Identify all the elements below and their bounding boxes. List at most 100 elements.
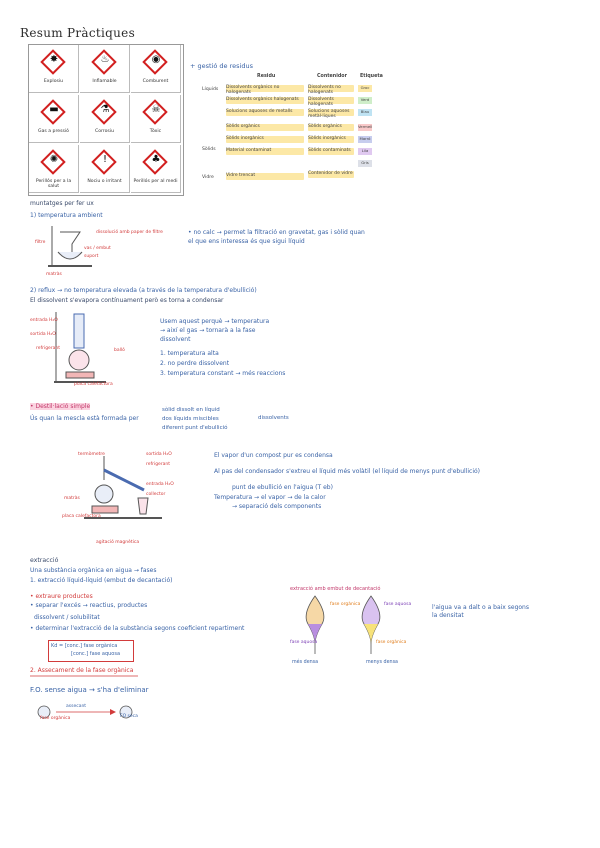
label-refrigerant: refrigerant	[146, 462, 170, 467]
pictogram-caption: Gas a pressió	[30, 129, 77, 134]
label-sortida-h2o: sortida H₂O	[30, 332, 56, 337]
funnel-title: extracció amb embut de decantació	[290, 586, 380, 592]
pictogram-cell: ✸ Explosiu	[29, 45, 79, 93]
label-paper-filtre: dissolució amb paper de filtre	[96, 230, 163, 235]
label-fase-organica: fase orgànica	[40, 716, 70, 721]
formula-numerator: Kd = [conc.] fase orgànica	[51, 642, 131, 650]
separatory-funnel-light	[356, 594, 386, 654]
environment-icon: ♣	[145, 154, 167, 165]
legend-swatch: Groc	[358, 85, 372, 92]
reflux-note-line: dissolvent	[160, 336, 190, 343]
label-matras: matràs	[64, 496, 80, 501]
legend-swatch: Marró	[358, 136, 372, 143]
health-hazard-icon: ✺	[43, 154, 65, 165]
reflux-note-line: → així el gas → tornarà a la fase	[160, 327, 255, 334]
pictogram-caption: Inflamable	[81, 79, 128, 84]
exploding-bomb-icon: ✸	[43, 54, 65, 65]
funnel-caption: més densa	[292, 660, 318, 665]
residu-cell: Sòlids inorgànics	[226, 136, 304, 143]
residu-cell: Solucions aquoses de metalls	[226, 109, 304, 116]
reflux-note-line: Usem aquest perquè → temperatura	[160, 318, 269, 325]
flame-icon: ♨	[94, 54, 116, 65]
legend-swatch: Vermell	[358, 124, 372, 131]
funnel-label: fase orgànica	[376, 640, 406, 645]
label-agitacio: agitació magnètica	[96, 540, 139, 545]
note-filtration: • no calc → permet la filtració en grave…	[188, 228, 368, 246]
distil-note-line: → separació dels components	[232, 503, 321, 510]
gas-cylinder-icon: ▬	[43, 104, 65, 115]
item-temp-ambient: 1) temperatura ambient	[30, 212, 103, 219]
pictogram-cell: ♨ Inflamable	[80, 45, 130, 93]
section-heading-extraccio: extracció	[30, 557, 58, 564]
row-group-liquids: Líquids	[202, 87, 218, 92]
residus-heading: + gestió de residus	[190, 62, 253, 70]
destillacio-highlight: • Destil·lació simple	[30, 403, 90, 410]
container-cell: Sòlids contaminats	[308, 148, 354, 155]
funnel-caption: menys densa	[366, 660, 398, 665]
pictogram-caption: Tòxic	[132, 129, 179, 134]
residus-table: Residu Contenidor Etiqueta Líquids Disso…	[202, 74, 372, 184]
container-cell: Dissolvents halogenats	[308, 97, 354, 104]
corrosion-icon: ⚗	[94, 104, 116, 115]
distil-note-line: El vapor d'un compost pur es condensa	[214, 452, 333, 459]
label-vas: vas / embut	[84, 246, 111, 251]
legend-swatch: Verd	[358, 97, 372, 104]
pictogram-caption: Perillós per a la salut	[30, 179, 77, 189]
residu-cell: Material contaminat	[226, 148, 304, 155]
label-termometre: termòmetre	[78, 452, 105, 457]
label-ballo: balló	[114, 348, 125, 353]
residu-cell: Sòlids orgànics	[226, 124, 304, 131]
label-suport: suport	[84, 254, 98, 259]
row-group-vidre: Vidre	[202, 175, 214, 180]
pictogram-cell: ⚗Corrosiu	[80, 95, 130, 143]
exclamation-icon: !	[94, 154, 116, 165]
extraccio-bullet: • determinar l'extracció de la substànci…	[30, 625, 244, 632]
hazard-pictogram-grid: ✸Explosiu♨Inflamable◉Comburent▬Gas a pre…	[28, 44, 184, 196]
pictogram-cell: ▬ Gas a pressió	[29, 95, 79, 143]
funnel-note: l'aigua va a dalt o a baix segons la den…	[432, 604, 532, 620]
pictogram-cell: ♣ Perillós per al medi	[131, 145, 181, 193]
reflux-note-line: 3. temperatura constant → més reaccions	[160, 370, 285, 377]
pictogram-caption: Perillós per al medi	[132, 179, 179, 184]
destillacio-case: sòlid dissolt en líquid	[162, 407, 220, 413]
legend-swatch: Gris	[358, 160, 372, 167]
pictogram-caption: Nociu o irritant	[81, 179, 128, 184]
residu-cell: Dissolvents orgànics halogenats	[226, 97, 304, 104]
container-cell: Sòlids inorgànics	[308, 136, 354, 143]
residu-cell: Dissolvents orgànics no halogenats	[226, 85, 304, 92]
label-placa: placa calefactora	[62, 514, 101, 519]
reflux-note-line: 2. no perdre dissolvent	[160, 360, 229, 367]
col-header-residu: Residu	[257, 74, 275, 79]
pictogram-cell: ☠ Tòxic	[131, 95, 181, 143]
funnel-label: fase orgànica	[330, 602, 360, 607]
row-group-solids: Sòlids	[202, 147, 216, 152]
distil-note-line: punt de ebullició en l'aigua (T eb)	[232, 484, 333, 491]
skull-icon: ☠	[145, 104, 167, 115]
label-fo-seca: FO seca	[120, 714, 138, 719]
separatory-funnel-dense	[300, 594, 330, 654]
destillacio-note: dissolvents	[258, 415, 289, 421]
pictogram-caption: Comburent	[132, 79, 179, 84]
distil-note-line: Al pas del condensador s'extreu el líqui…	[214, 468, 554, 476]
col-header-etiqueta: Etiqueta	[360, 74, 383, 79]
extraccio-bullet: • extraure productes	[30, 593, 93, 600]
container-cell: Solucions aquoses metàl·liques	[308, 109, 354, 116]
extraccio-bullet: • separar l'excés → reactius, productes	[30, 602, 147, 609]
extraccio-bullet: dissolvent / solubilitat	[34, 614, 100, 621]
destillacio-case: dos líquids miscibles	[162, 416, 219, 422]
item-reflux: 2) reflux → no temperatura elevada (a tr…	[30, 287, 257, 294]
page-title: Resum Pràctiques	[20, 26, 135, 40]
item-fo-sense-aigua: F.O. sense aigua → s'ha d'eliminar	[30, 686, 149, 694]
reflux-note-line: 1. temperatura alta	[160, 350, 219, 357]
pictogram-cell: ✺ Perillós per a la salut	[29, 145, 79, 193]
label-entrada-h2o: entrada H₂O	[146, 482, 174, 487]
label-filtre: filtre	[35, 240, 45, 245]
label-placa: placa calefactora	[74, 382, 113, 387]
destillacio-case: diferent punt d'ebullició	[162, 425, 228, 431]
underline	[30, 675, 140, 678]
label-assecant: assecant	[66, 704, 86, 709]
funnel-label: fase aquosa	[290, 640, 317, 645]
pictogram-caption: Explosiu	[30, 79, 77, 84]
item-destillacio: • Destil·lació simple	[30, 403, 90, 410]
label-sortida-h2o: sortida H₂O	[146, 452, 172, 457]
